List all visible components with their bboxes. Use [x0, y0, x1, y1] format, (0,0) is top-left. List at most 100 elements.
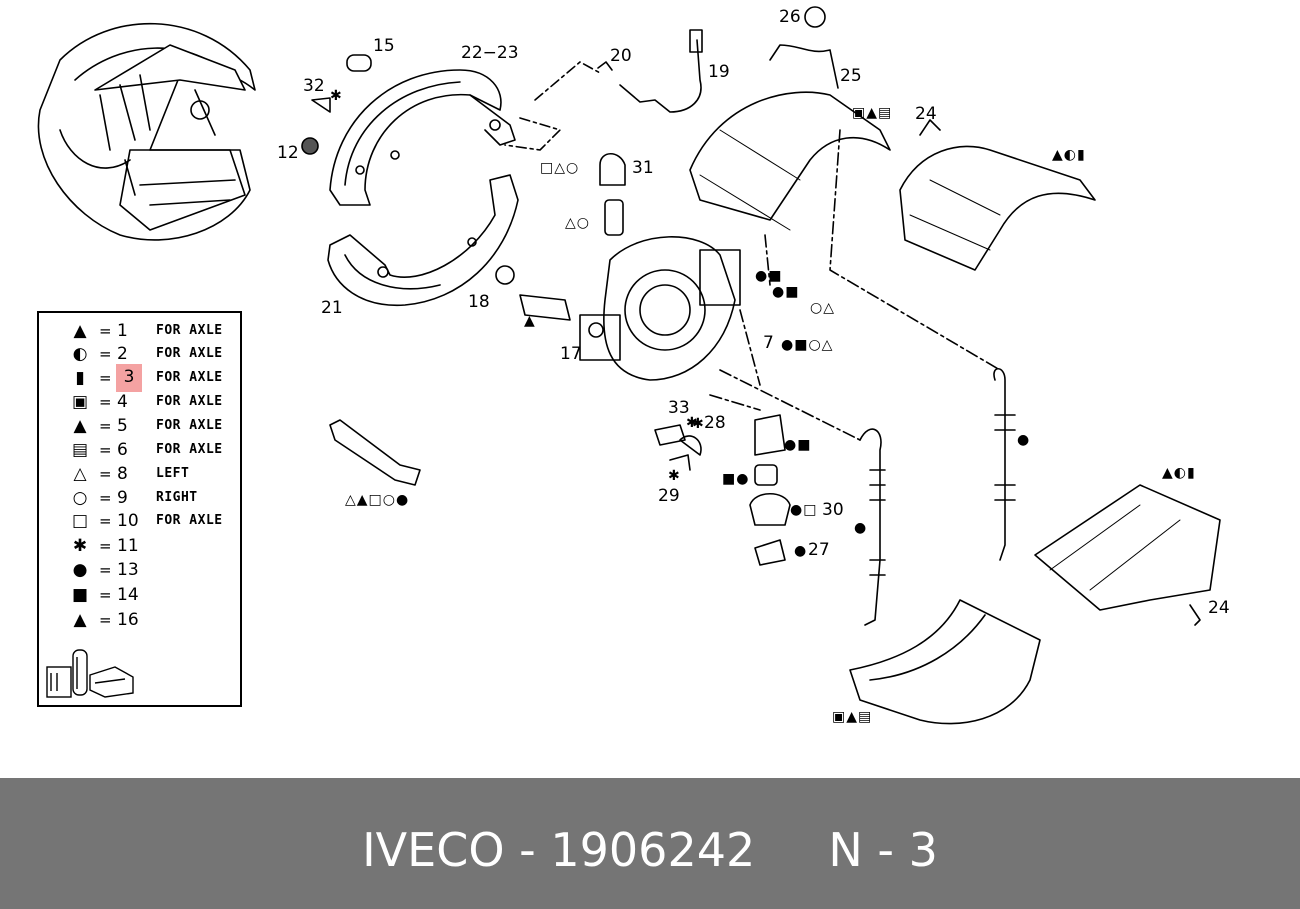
legend-number: 1 — [117, 321, 128, 341]
callout-24b: 24 — [1208, 598, 1230, 618]
legend-symbol: ○ — [72, 488, 88, 508]
callout-26: 26 — [779, 7, 801, 27]
legend-number: 10 — [117, 511, 139, 531]
legend-symbol: ▤ — [71, 440, 89, 460]
bolt-24b-drawing — [1189, 604, 1201, 626]
legend-symbol: ◐ — [72, 344, 88, 364]
legend-row: ✱ = 11 — [69, 535, 239, 557]
legend-equals: = — [99, 393, 112, 411]
marker-bolt2: ●■ — [772, 284, 800, 300]
legend-symbol: ▲ — [73, 416, 87, 436]
callout-25: 25 — [840, 66, 862, 86]
sleeve-drawing — [754, 414, 786, 456]
callout-7: 7 — [763, 333, 774, 353]
brake-shoe-21-drawing — [327, 174, 519, 306]
legend-equals: = — [99, 611, 112, 629]
marker-shoe2: ▲◐▮ — [1052, 147, 1086, 163]
callout-27: 27 — [808, 540, 830, 560]
clip-15-drawing — [346, 54, 372, 72]
legend-equals: = — [99, 417, 112, 435]
legend-number: 5 — [117, 416, 128, 436]
legend-row: ■ = 14 — [69, 584, 239, 606]
legend-number: 9 — [117, 488, 128, 508]
lined-shoe-right-drawing — [899, 145, 1096, 271]
legend-row: ▲ = 16 — [69, 609, 239, 631]
legend-row-highlighted: ▮ = 3 FOR AXLE — [69, 364, 239, 392]
marker-27: ● — [794, 543, 808, 559]
lined-shoe-side-drawing — [1034, 484, 1221, 611]
legend-description: FOR AXLE — [156, 346, 223, 361]
marker-cylinder: △○ — [565, 215, 590, 231]
marker-top-right: ▣▲▤ — [852, 105, 893, 121]
marker-grease: △▲□○● — [345, 492, 410, 508]
callout-15: 15 — [373, 36, 395, 56]
legend-number: 4 — [117, 392, 128, 412]
brake-spider-17-drawing — [579, 236, 741, 381]
callout-32: 32 — [303, 76, 325, 96]
legend-equals: = — [99, 512, 112, 530]
legend-equals: = — [99, 537, 112, 555]
pipe-25-drawing — [769, 44, 839, 89]
grease-tube-drawing — [329, 419, 421, 486]
marker-7: ●■○△ — [781, 337, 834, 353]
legend-description: FOR AXLE — [156, 370, 223, 385]
bolt-32-drawing — [311, 97, 331, 113]
legend-description: FOR AXLE — [156, 394, 223, 409]
legend-description: FOR AXLE — [156, 513, 223, 528]
legend-symbol: ▲ — [73, 321, 87, 341]
legend-symbol: ■ — [71, 585, 89, 605]
callout-18: 18 — [468, 292, 490, 312]
marker-shoe3: ▲◐▮ — [1162, 465, 1196, 481]
callout-12: 12 — [277, 143, 299, 163]
marker-spring-left: ● — [854, 520, 868, 536]
callout-33: 33 — [668, 398, 690, 418]
marker-ring: ○△ — [810, 300, 835, 316]
callout-17: 17 — [560, 344, 582, 364]
callout-30: 30 — [822, 500, 844, 520]
cap-26-drawing — [804, 6, 826, 28]
brake-shoe-22-23-drawing — [329, 69, 516, 206]
legend-description: FOR AXLE — [156, 442, 223, 457]
bolt-24-drawing — [919, 119, 941, 136]
legend-row: ▣ = 4 FOR AXLE — [69, 391, 239, 413]
legend-equals: = — [99, 465, 112, 483]
marker-bolt: ●■ — [755, 268, 783, 284]
legend-symbol: ▮ — [75, 368, 85, 388]
legend-equals: = — [99, 345, 112, 363]
legend-number: 13 — [117, 560, 139, 580]
marker-shoe4: ▣▲▤ — [832, 709, 873, 725]
callout-29: 29 — [658, 486, 680, 506]
marker-32: ✱ — [330, 88, 343, 104]
spring-right-drawing — [993, 367, 1006, 561]
legend-symbol: ▲ — [73, 610, 87, 630]
legend-number: 2 — [117, 344, 128, 364]
seal-33-drawing — [654, 424, 686, 446]
legend-equals: = — [99, 441, 112, 459]
legend-row: □ = 10 FOR AXLE — [69, 510, 239, 532]
legend-number: 6 — [117, 440, 128, 460]
footer-bar: IVECO - 1906242 N - 3 — [0, 778, 1300, 909]
legend-equals: = — [99, 369, 112, 387]
lined-shoe-top-drawing — [689, 91, 891, 231]
legend-description: FOR AXLE — [156, 418, 223, 433]
legend-row: ◐ = 2 FOR AXLE — [69, 343, 239, 365]
marker-16: ▲ — [524, 313, 536, 329]
lined-shoe-bottom-drawing — [849, 599, 1041, 725]
marker-28: ✱ — [692, 416, 705, 432]
legend-equals: = — [99, 561, 112, 579]
legend-row: ▲ = 5 FOR AXLE — [69, 415, 239, 437]
legend-symbol: ✱ — [72, 536, 88, 556]
legend-row: ▤ = 6 FOR AXLE — [69, 439, 239, 461]
parts-box-icon — [46, 649, 134, 698]
nipple-27-drawing — [754, 539, 786, 566]
marker-bush: ■● — [722, 471, 750, 487]
ring-30-drawing — [749, 492, 791, 526]
legend-number: 8 — [117, 464, 128, 484]
symbol-legend: ▲ = 1 FOR AXLE ◐ = 2 FOR AXLE ▮ = 3 FOR … — [37, 311, 242, 707]
legend-number: 11 — [117, 536, 139, 556]
bush-drawing — [754, 464, 778, 486]
parts-diagram: 15 22−23 20 19 26 25 32 ✱ 12 24 ▣▲▤ ▲◐▮ … — [37, 6, 1230, 725]
legend-symbol: ● — [72, 560, 88, 580]
callout-19: 19 — [708, 62, 730, 82]
marker-31: □△○ — [540, 160, 580, 176]
